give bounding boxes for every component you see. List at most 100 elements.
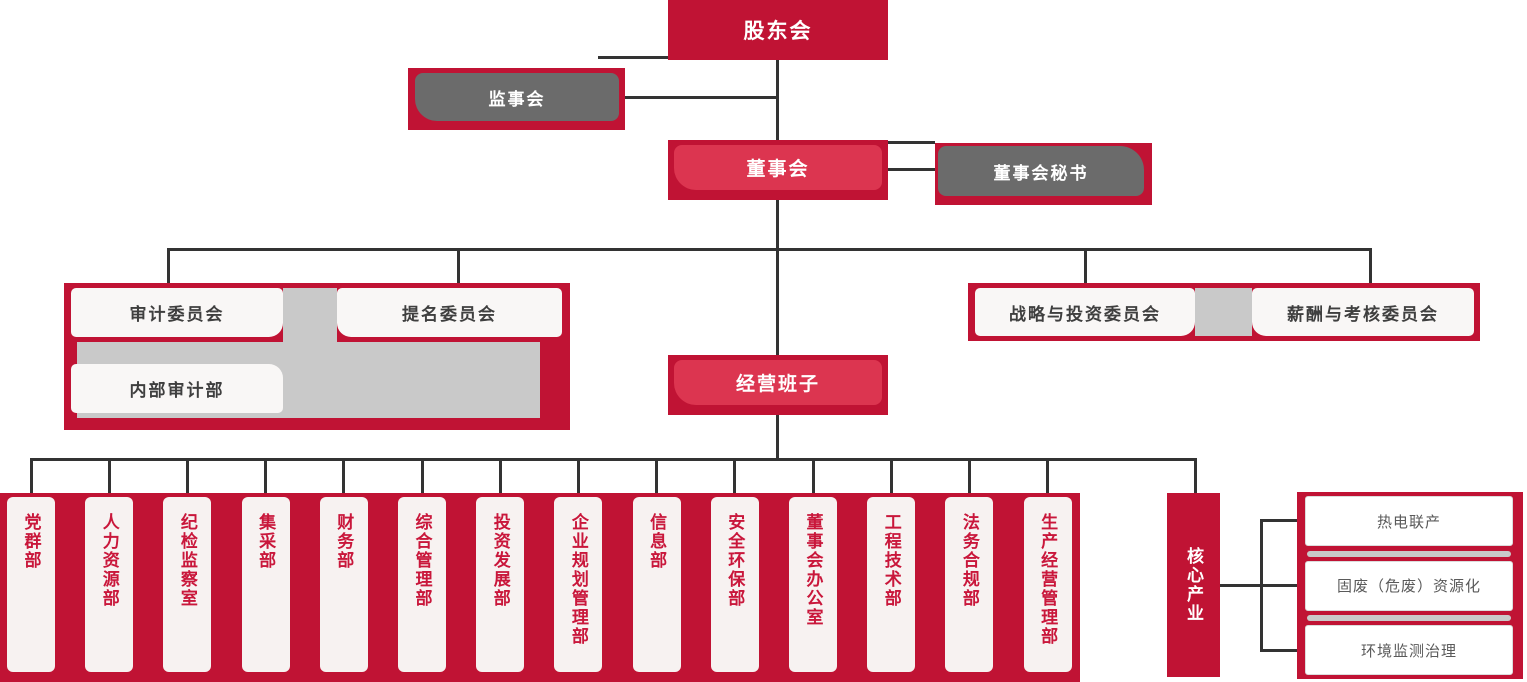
connector-line: [733, 458, 737, 493]
strategy-investment-committee-box: 战略与投资委员会: [975, 288, 1195, 336]
industry-label: 环境监测治理: [1360, 642, 1457, 660]
strategy-investment-committee-label: 战略与投资委员会: [1009, 304, 1161, 324]
connector-line: [888, 141, 935, 144]
connector-line: [29, 458, 33, 493]
department-label: 党群部: [21, 513, 41, 570]
department-box: 安全环保部: [710, 497, 759, 672]
connector-line: [625, 96, 778, 99]
department-box: 人力资源部: [85, 497, 134, 672]
panel-gray-fill: [1195, 288, 1252, 336]
industry-separator: [1307, 551, 1511, 557]
internal-audit-label: 内部审计部: [129, 381, 225, 400]
connector-line: [888, 168, 935, 171]
department-box: 生产经营管理部: [1023, 497, 1072, 672]
connector-line: [185, 458, 189, 493]
nomination-committee-label: 提名委员会: [402, 305, 497, 324]
nomination-committee-box: 提名委员会: [337, 288, 562, 337]
department-box: 信息部: [632, 497, 681, 672]
connector-line: [167, 248, 1372, 251]
connector-line: [1260, 519, 1263, 652]
department-box: 法务合规部: [945, 497, 994, 672]
connector-line: [811, 458, 815, 493]
internal-audit-box: 内部审计部: [71, 364, 283, 413]
supervisory-box: 监事会: [408, 68, 625, 130]
department-label: 财务部: [334, 513, 354, 570]
department-box: 财务部: [319, 497, 368, 672]
department-label: 安全环保部: [725, 513, 745, 608]
industry-label: 固废（危废）资源化: [1336, 578, 1481, 595]
left-committee-panel: 审计委员会 提名委员会 内部审计部: [64, 283, 570, 430]
department-box: 董事会办公室: [789, 497, 837, 672]
board-secretary-box: 董事会秘书: [935, 143, 1152, 205]
department-label: 人力资源部: [99, 513, 119, 608]
connector-line: [655, 458, 659, 493]
shareholders-box: 股东会: [668, 0, 888, 60]
department-label: 工程技术部: [881, 513, 901, 608]
connector-line: [967, 458, 971, 493]
department-label: 企业规划管理部: [568, 513, 588, 646]
industries-panel: 热电联产 固废（危废）资源化 环境监测治理: [1297, 492, 1523, 679]
connector-line: [167, 251, 170, 283]
board-inner: 董事会: [674, 145, 882, 190]
connector-line: [457, 251, 460, 283]
department-box: 综合管理部: [398, 497, 446, 672]
panel-gray-fill: [283, 288, 337, 347]
departments-strip: 党群部 人力资源部 纪检监察室 集采部 财务部 综: [0, 493, 1080, 682]
department-box: 集采部: [241, 497, 290, 672]
management-team-box: 经营班子: [668, 355, 888, 415]
connector-line: [498, 458, 502, 493]
connector-line: [889, 458, 893, 493]
department-label: 生产经营管理部: [1038, 513, 1058, 646]
core-industry-box: 核心产业: [1167, 493, 1220, 677]
department-box: 党群部: [7, 497, 55, 672]
audit-committee-box: 审计委员会: [71, 288, 283, 337]
connector-line: [1046, 458, 1050, 493]
connector-line: [1260, 649, 1303, 652]
right-committee-panel: 战略与投资委员会 薪酬与考核委员会: [968, 283, 1480, 341]
connector-line: [31, 458, 1197, 461]
board-secretary-inner: 董事会秘书: [938, 146, 1144, 196]
shareholders-label: 股东会: [743, 20, 813, 43]
connector-line: [1260, 519, 1303, 522]
board-label: 董事会: [746, 159, 810, 180]
supervisory-label: 监事会: [488, 89, 546, 109]
department-label: 纪检监察室: [177, 513, 197, 608]
department-box: 工程技术部: [867, 497, 916, 672]
connector-line: [107, 458, 111, 493]
audit-committee-label: 审计委员会: [129, 305, 225, 324]
industry-box: 环境监测治理: [1305, 625, 1513, 675]
industry-separator: [1307, 615, 1511, 621]
supervisory-inner: 监事会: [415, 73, 619, 121]
connector-line: [264, 458, 268, 493]
core-industry-label: 核心产业: [1184, 547, 1203, 623]
management-team-label: 经营班子: [735, 374, 820, 395]
connector-line: [598, 56, 668, 59]
connector-line: [342, 458, 346, 493]
connector-line: [776, 200, 779, 248]
department-box: 投资发展部: [476, 497, 525, 672]
department-label: 信息部: [647, 513, 667, 570]
industry-box: 固废（危废）资源化: [1305, 560, 1513, 611]
connector-line: [420, 458, 424, 493]
department-label: 集采部: [256, 513, 276, 570]
industry-label: 热电联产: [1376, 513, 1441, 531]
connector-line: [1369, 251, 1372, 283]
board-secretary-label: 董事会秘书: [993, 163, 1089, 183]
connector-line: [776, 415, 779, 458]
department-box: 企业规划管理部: [554, 497, 603, 672]
connector-line: [1084, 251, 1087, 283]
compensation-assessment-committee-label: 薪酬与考核委员会: [1287, 304, 1439, 324]
connector-line: [576, 458, 580, 493]
connector-line: [776, 60, 779, 140]
management-team-inner: 经营班子: [674, 360, 882, 405]
compensation-assessment-committee-box: 薪酬与考核委员会: [1252, 288, 1474, 336]
industry-box: 热电联产: [1305, 496, 1513, 546]
connector-line: [776, 251, 779, 355]
department-box: 纪检监察室: [163, 497, 212, 672]
department-label: 董事会办公室: [803, 513, 823, 627]
board-box: 董事会: [668, 140, 888, 200]
connector-line: [1194, 461, 1197, 493]
department-label: 投资发展部: [490, 513, 510, 608]
department-label: 综合管理部: [412, 513, 432, 608]
